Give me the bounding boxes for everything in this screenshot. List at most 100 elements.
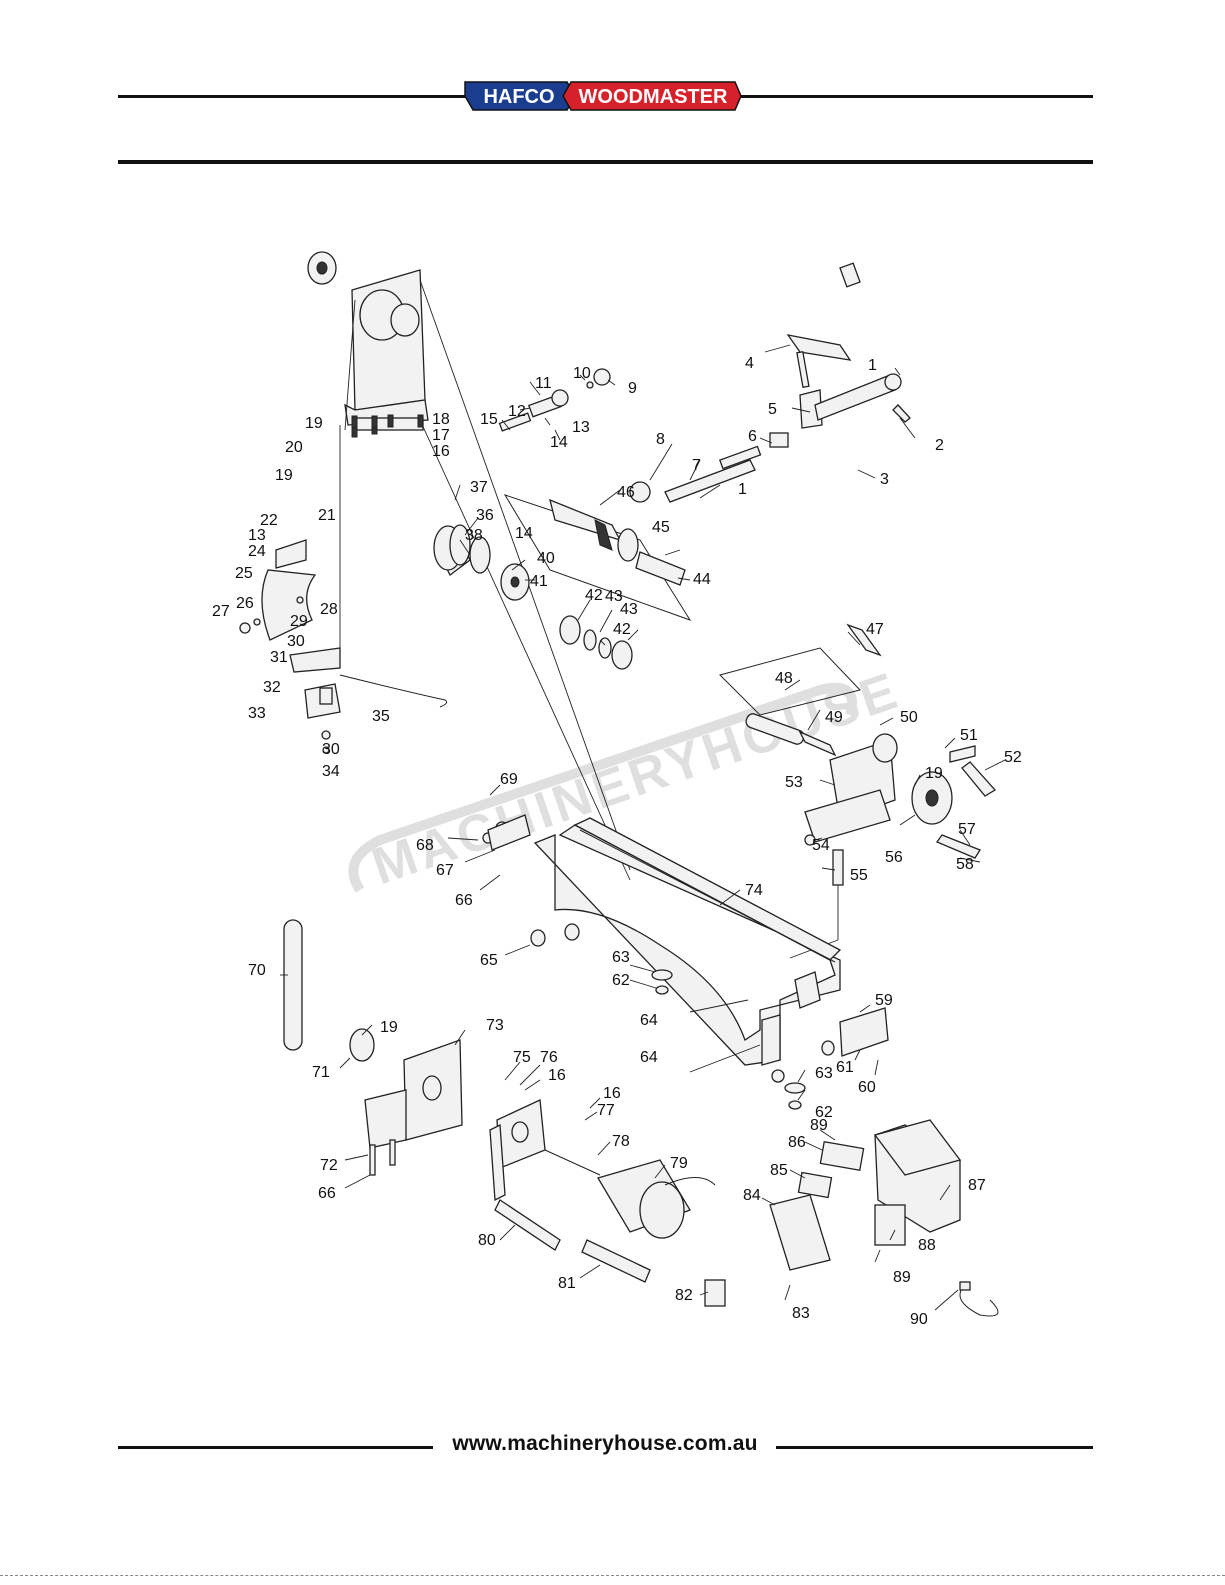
part-label: 56 — [885, 849, 903, 866]
part-label: 89 — [893, 1269, 911, 1286]
headstock-assembly — [307, 251, 631, 881]
part-label: 54 — [812, 837, 830, 854]
part-label: 49 — [825, 709, 843, 726]
part-label: 83 — [792, 1305, 810, 1322]
part-label: 61 — [836, 1059, 854, 1076]
part-label: 13 — [248, 527, 266, 544]
brand-hafco: HAFCO — [483, 86, 554, 108]
part-label: 31 — [270, 649, 288, 666]
part-label: 43 — [605, 588, 623, 605]
part-label: 40 — [537, 550, 555, 567]
part-label: 41 — [530, 573, 548, 590]
part-label: 28 — [320, 601, 338, 618]
part-label: 19 — [925, 765, 943, 782]
part-label: 64 — [640, 1012, 658, 1029]
part-label: 44 — [693, 571, 711, 588]
part-label: 21 — [318, 507, 336, 524]
part-label: 79 — [670, 1155, 688, 1172]
part-label: 14 — [515, 525, 533, 542]
part-label: 66 — [318, 1185, 336, 1202]
part-label: 55 — [850, 867, 868, 884]
part-label: 66 — [455, 892, 473, 909]
footer-line-left — [118, 1446, 433, 1449]
spindle-lock-parts — [498, 368, 611, 432]
header-line-left — [118, 95, 468, 98]
part-label: 18 — [432, 411, 450, 428]
part-label: 2 — [935, 437, 944, 454]
part-label: 73 — [486, 1017, 504, 1034]
control-box-assembly — [704, 1119, 999, 1317]
page-bottom-dashed-line — [0, 1575, 1225, 1577]
part-label: 84 — [743, 1187, 761, 1204]
part-label: 6 — [748, 428, 757, 445]
part-labels: 1 1 2 3 4 5 6 7 8 9 10 11 12 13 13 14 14… — [212, 355, 1022, 1328]
part-label: 60 — [858, 1079, 876, 1096]
part-label: 80 — [478, 1232, 496, 1249]
brand-logo: HAFCO WOODMASTER — [464, 81, 742, 111]
part-label: 16 — [432, 443, 450, 460]
part-label: 8 — [656, 431, 665, 448]
part-label: 52 — [1004, 749, 1022, 766]
part-label: 57 — [958, 821, 976, 838]
part-label: 13 — [572, 419, 590, 436]
part-label: 48 — [775, 670, 793, 687]
part-label: 75 — [513, 1049, 531, 1066]
part-label: 17 — [432, 427, 450, 444]
part-label: 69 — [500, 771, 518, 788]
footer-line-right — [776, 1446, 1093, 1449]
part-label: 14 — [550, 434, 568, 451]
part-label: 85 — [770, 1162, 788, 1179]
part-label: 46 — [617, 484, 635, 501]
part-label: 34 — [322, 763, 340, 780]
part-label: 45 — [652, 519, 670, 536]
part-label: 63 — [815, 1065, 833, 1082]
part-label: 30 — [322, 741, 340, 758]
part-label: 50 — [900, 709, 918, 726]
motor-assembly — [283, 919, 716, 1283]
part-label: 22 — [260, 512, 278, 529]
part-label: 9 — [628, 380, 637, 397]
part-label: 62 — [612, 972, 630, 989]
part-label: 62 — [815, 1104, 833, 1121]
header-line-right — [740, 95, 1093, 98]
part-label: 47 — [866, 621, 884, 638]
part-label: 51 — [960, 727, 978, 744]
part-label: 90 — [910, 1311, 928, 1328]
part-label: 77 — [597, 1102, 615, 1119]
part-label: 7 — [692, 457, 701, 474]
part-label: 36 — [476, 507, 494, 524]
part-label: 70 — [248, 962, 266, 979]
feet-and-mounts — [482, 814, 889, 1110]
part-label: 38 — [465, 527, 483, 544]
part-label: 86 — [788, 1134, 806, 1151]
part-label: 42 — [613, 621, 631, 638]
part-label: 58 — [956, 856, 974, 873]
part-label: 24 — [248, 543, 266, 560]
part-label: 1 — [738, 481, 747, 498]
part-label: 3 — [880, 471, 889, 488]
belt-guard-and-switch — [239, 425, 448, 754]
part-label: 89 — [810, 1117, 828, 1134]
part-label: 76 — [540, 1049, 558, 1066]
part-label: 4 — [745, 355, 754, 372]
header-rule — [118, 160, 1093, 164]
part-label: 59 — [875, 992, 893, 1009]
spindle-pulley-group — [433, 494, 692, 670]
part-label: 12 — [508, 403, 526, 420]
part-label: 32 — [263, 679, 281, 696]
part-label: 27 — [212, 603, 230, 620]
part-label: 65 — [480, 952, 498, 969]
part-label: 5 — [768, 401, 777, 418]
part-label: 19 — [275, 467, 293, 484]
brand-woodmaster: WOODMASTER — [579, 86, 728, 108]
part-label: 42 — [585, 587, 603, 604]
part-label: 81 — [558, 1275, 576, 1292]
part-label: 16 — [548, 1067, 566, 1084]
tailstock-assembly — [719, 623, 997, 959]
part-label: 68 — [416, 837, 434, 854]
headstock-bolts — [351, 414, 424, 438]
part-label: 16 — [603, 1085, 621, 1102]
part-label: 88 — [918, 1237, 936, 1254]
footer-url: www.machineryhouse.com.au — [452, 1432, 758, 1455]
part-label: 53 — [785, 774, 803, 791]
